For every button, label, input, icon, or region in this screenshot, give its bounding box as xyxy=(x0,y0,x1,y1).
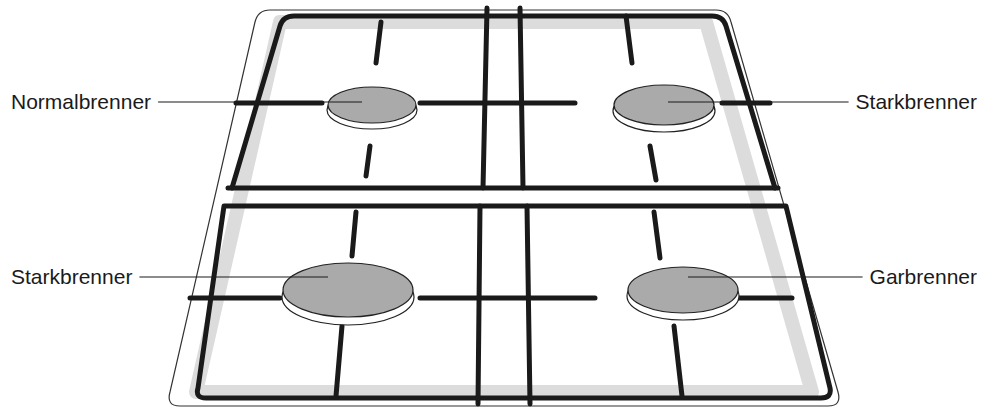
burner xyxy=(613,85,715,132)
pan-support-grate xyxy=(190,8,830,404)
cooktop-plate xyxy=(169,10,839,406)
part-label: Garbrenner xyxy=(869,265,978,288)
part-label: Normalbrenner xyxy=(10,90,152,113)
leader-line xyxy=(668,101,849,102)
grate-bar xyxy=(520,8,530,404)
burner xyxy=(282,263,414,325)
leader-line xyxy=(688,276,863,277)
grate-frame xyxy=(197,206,830,398)
burner xyxy=(327,87,417,129)
leader-line xyxy=(158,101,362,102)
part-label: Starkbrenner xyxy=(10,265,133,288)
grate-bar xyxy=(478,8,487,404)
part-label: Starkbrenner xyxy=(855,90,978,113)
burner xyxy=(627,267,739,320)
grate-bar xyxy=(228,186,778,191)
leader-line xyxy=(139,276,328,277)
